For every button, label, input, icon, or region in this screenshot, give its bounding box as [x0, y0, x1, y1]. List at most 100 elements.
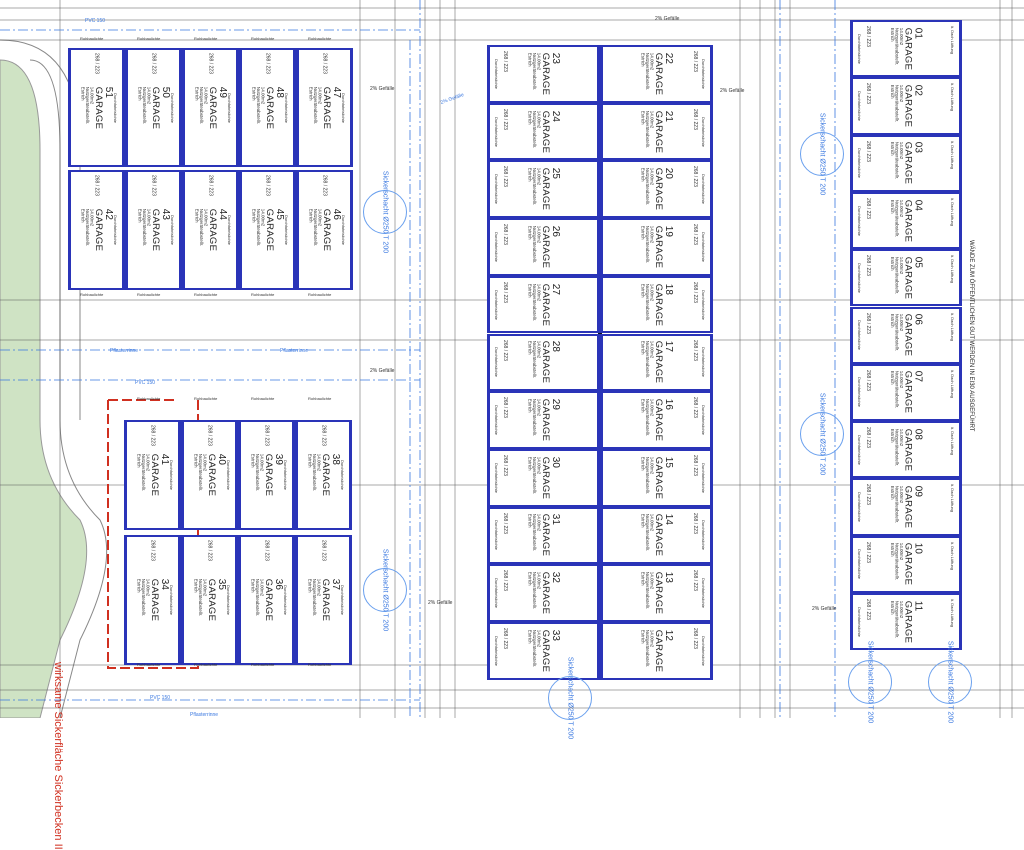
garage-number: 46: [331, 208, 342, 220]
garage-detail: Estrich: [640, 456, 646, 471]
shell-clearance-label: Rohbaulichte: [194, 662, 218, 667]
door-clearance-label: Durchfahrtslichte: [227, 92, 232, 123]
garage-detail: Nutzgeräteabstellr.: [894, 313, 900, 352]
garage-title: GARAGE: [653, 456, 664, 499]
garage-detail: Nutzgeräteabstellr.: [532, 456, 537, 495]
garage-detail: Nutzgeräteabstellr.: [645, 110, 650, 148]
door-clearance-label: Durchfahrtslichte: [494, 578, 499, 609]
door-dimensions: 268 / 223: [150, 175, 157, 196]
garage-number: 08: [912, 428, 924, 440]
garage-detail: 14.00m2: [316, 453, 322, 472]
door-clearance-label: Durchfahrtslichte: [494, 174, 499, 205]
door-clearance-label: Durchfahrtslichte: [226, 459, 231, 491]
wall-note: WÄNDE ZUM ÖFFENTLICHEN GUT WERDEN IN EI3…: [968, 240, 974, 432]
shell-clearance-label: Rohbaulichte: [308, 36, 332, 41]
garage-number: 05: [912, 256, 924, 268]
garage-detail: Nutzgeräteabstellr.: [645, 629, 650, 668]
slope-note: 2% Gefälle: [370, 368, 395, 374]
door-dimensions: 268 / 223: [321, 53, 328, 74]
seepage-shaft: Sickerschacht Ø250 T 200: [928, 641, 972, 723]
garage-detail: 14.00m2: [649, 225, 655, 244]
gutter-note: Pflasterrinne: [280, 348, 309, 354]
garage-title: GARAGE: [207, 208, 218, 252]
door-clearance-label: Durchfahrtslichte: [113, 214, 118, 246]
garage-detail: Estrich: [250, 578, 256, 593]
shaft-label: Sickerschacht Ø250 T 200: [566, 656, 574, 740]
door-dimensions: 268 / 223: [865, 83, 871, 105]
garage-detail: 14.00m2: [899, 371, 904, 389]
garage-number: 45: [274, 208, 285, 220]
garage-detail: Nutzgeräteabstellr.: [313, 208, 318, 247]
door-dimensions: 268 / 223: [502, 339, 508, 361]
garage-title: GARAGE: [263, 453, 274, 497]
door-clearance-label: Durchfahrtslichte: [170, 214, 175, 246]
shell-clearance-label: Rohbaulichte: [251, 292, 275, 297]
door-dimensions: 268 / 223: [692, 281, 698, 303]
shell-clearance-label: Rohbaulichte: [251, 36, 275, 41]
garage-title: GARAGE: [321, 208, 332, 252]
garage-detail: Nutzgeräteabstellr.: [532, 341, 537, 379]
garage-detail: Nutzgeräteabstellr.: [894, 543, 900, 581]
garage-detail: 14.00m2: [649, 398, 655, 417]
garage-number: 49: [217, 86, 228, 98]
shell-clearance-label: Rohbaulichte: [137, 36, 161, 41]
garage-title: GARAGE: [540, 168, 551, 211]
